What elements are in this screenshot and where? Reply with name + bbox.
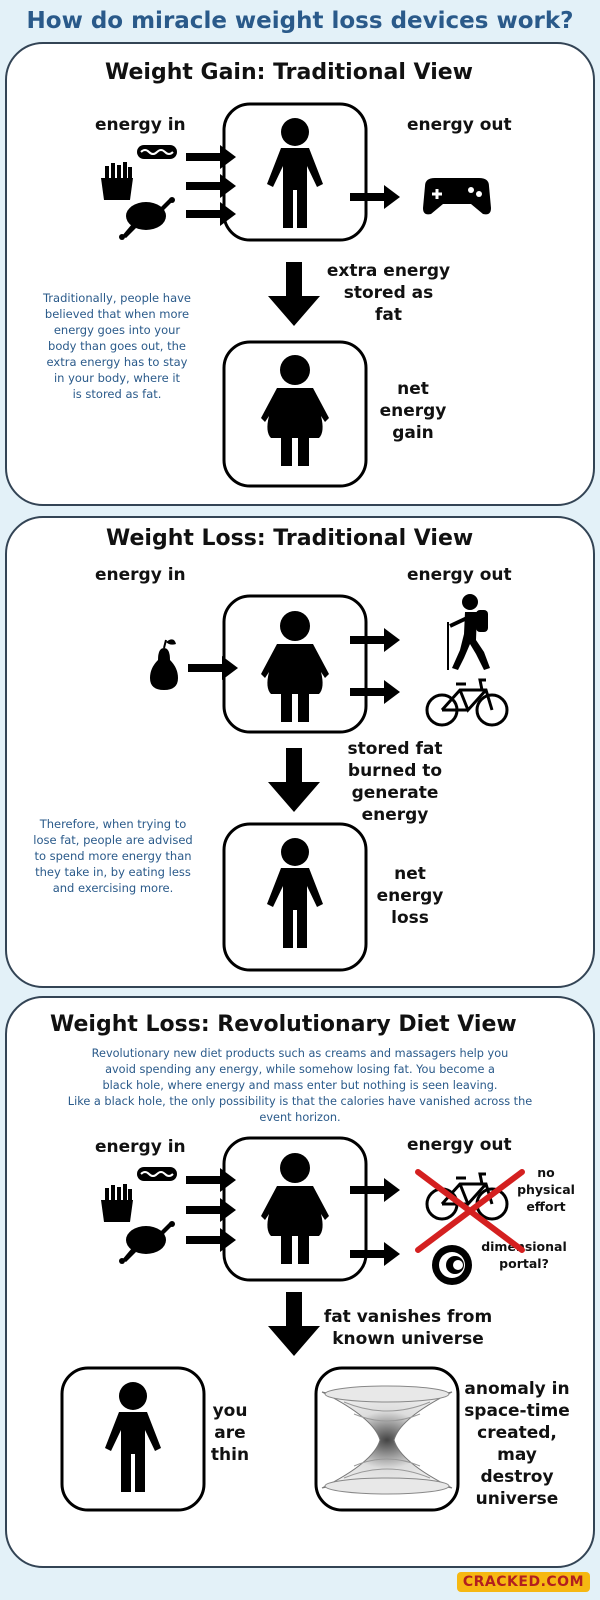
panel1-chicken-icon <box>119 197 175 240</box>
panel3-wormhole-icon <box>321 1385 453 1495</box>
panel1-down-arrow <box>268 262 320 326</box>
panel3-portal-icon <box>432 1245 472 1285</box>
panel1-energy-out-label: energy out <box>407 115 512 135</box>
panel3-down-arrow <box>268 1292 320 1356</box>
panel1-gamepad-icon <box>421 176 493 216</box>
panel1-energy-in-label: energy in <box>95 115 186 135</box>
cracked-logo: CRACKED.COM <box>456 1572 590 1592</box>
panel3-intro: Revolutionary new diet products such as … <box>67 1047 533 1124</box>
panel3-title: Weight Loss: Revolutionary Diet View <box>50 1012 517 1037</box>
panel3-energy-in-label: energy in <box>95 1137 186 1157</box>
panel2-energy-out-label: energy out <box>407 565 512 585</box>
panel2-bicycle-icon <box>425 678 509 727</box>
panel1-hotdog-icon <box>136 144 178 160</box>
panel2-title: Weight Loss: Traditional View <box>106 526 474 551</box>
panel2-down-arrow <box>268 748 320 812</box>
panel1-fries-icon <box>101 162 133 200</box>
panel3-chicken-icon <box>119 1221 175 1264</box>
page-title: How do miracle weight loss devices work? <box>26 8 574 34</box>
panel3-fries-icon <box>101 1184 133 1222</box>
panel1-title: Weight Gain: Traditional View <box>105 60 473 85</box>
panel3-cross-icon <box>415 1169 525 1253</box>
panel3-hotdog-icon <box>136 1166 178 1182</box>
panel2-hiker-icon <box>446 592 492 672</box>
panel3-energy-out-label: energy out <box>407 1135 512 1155</box>
panel2-pear-icon <box>149 638 179 691</box>
panel2-energy-in-label: energy in <box>95 565 186 585</box>
